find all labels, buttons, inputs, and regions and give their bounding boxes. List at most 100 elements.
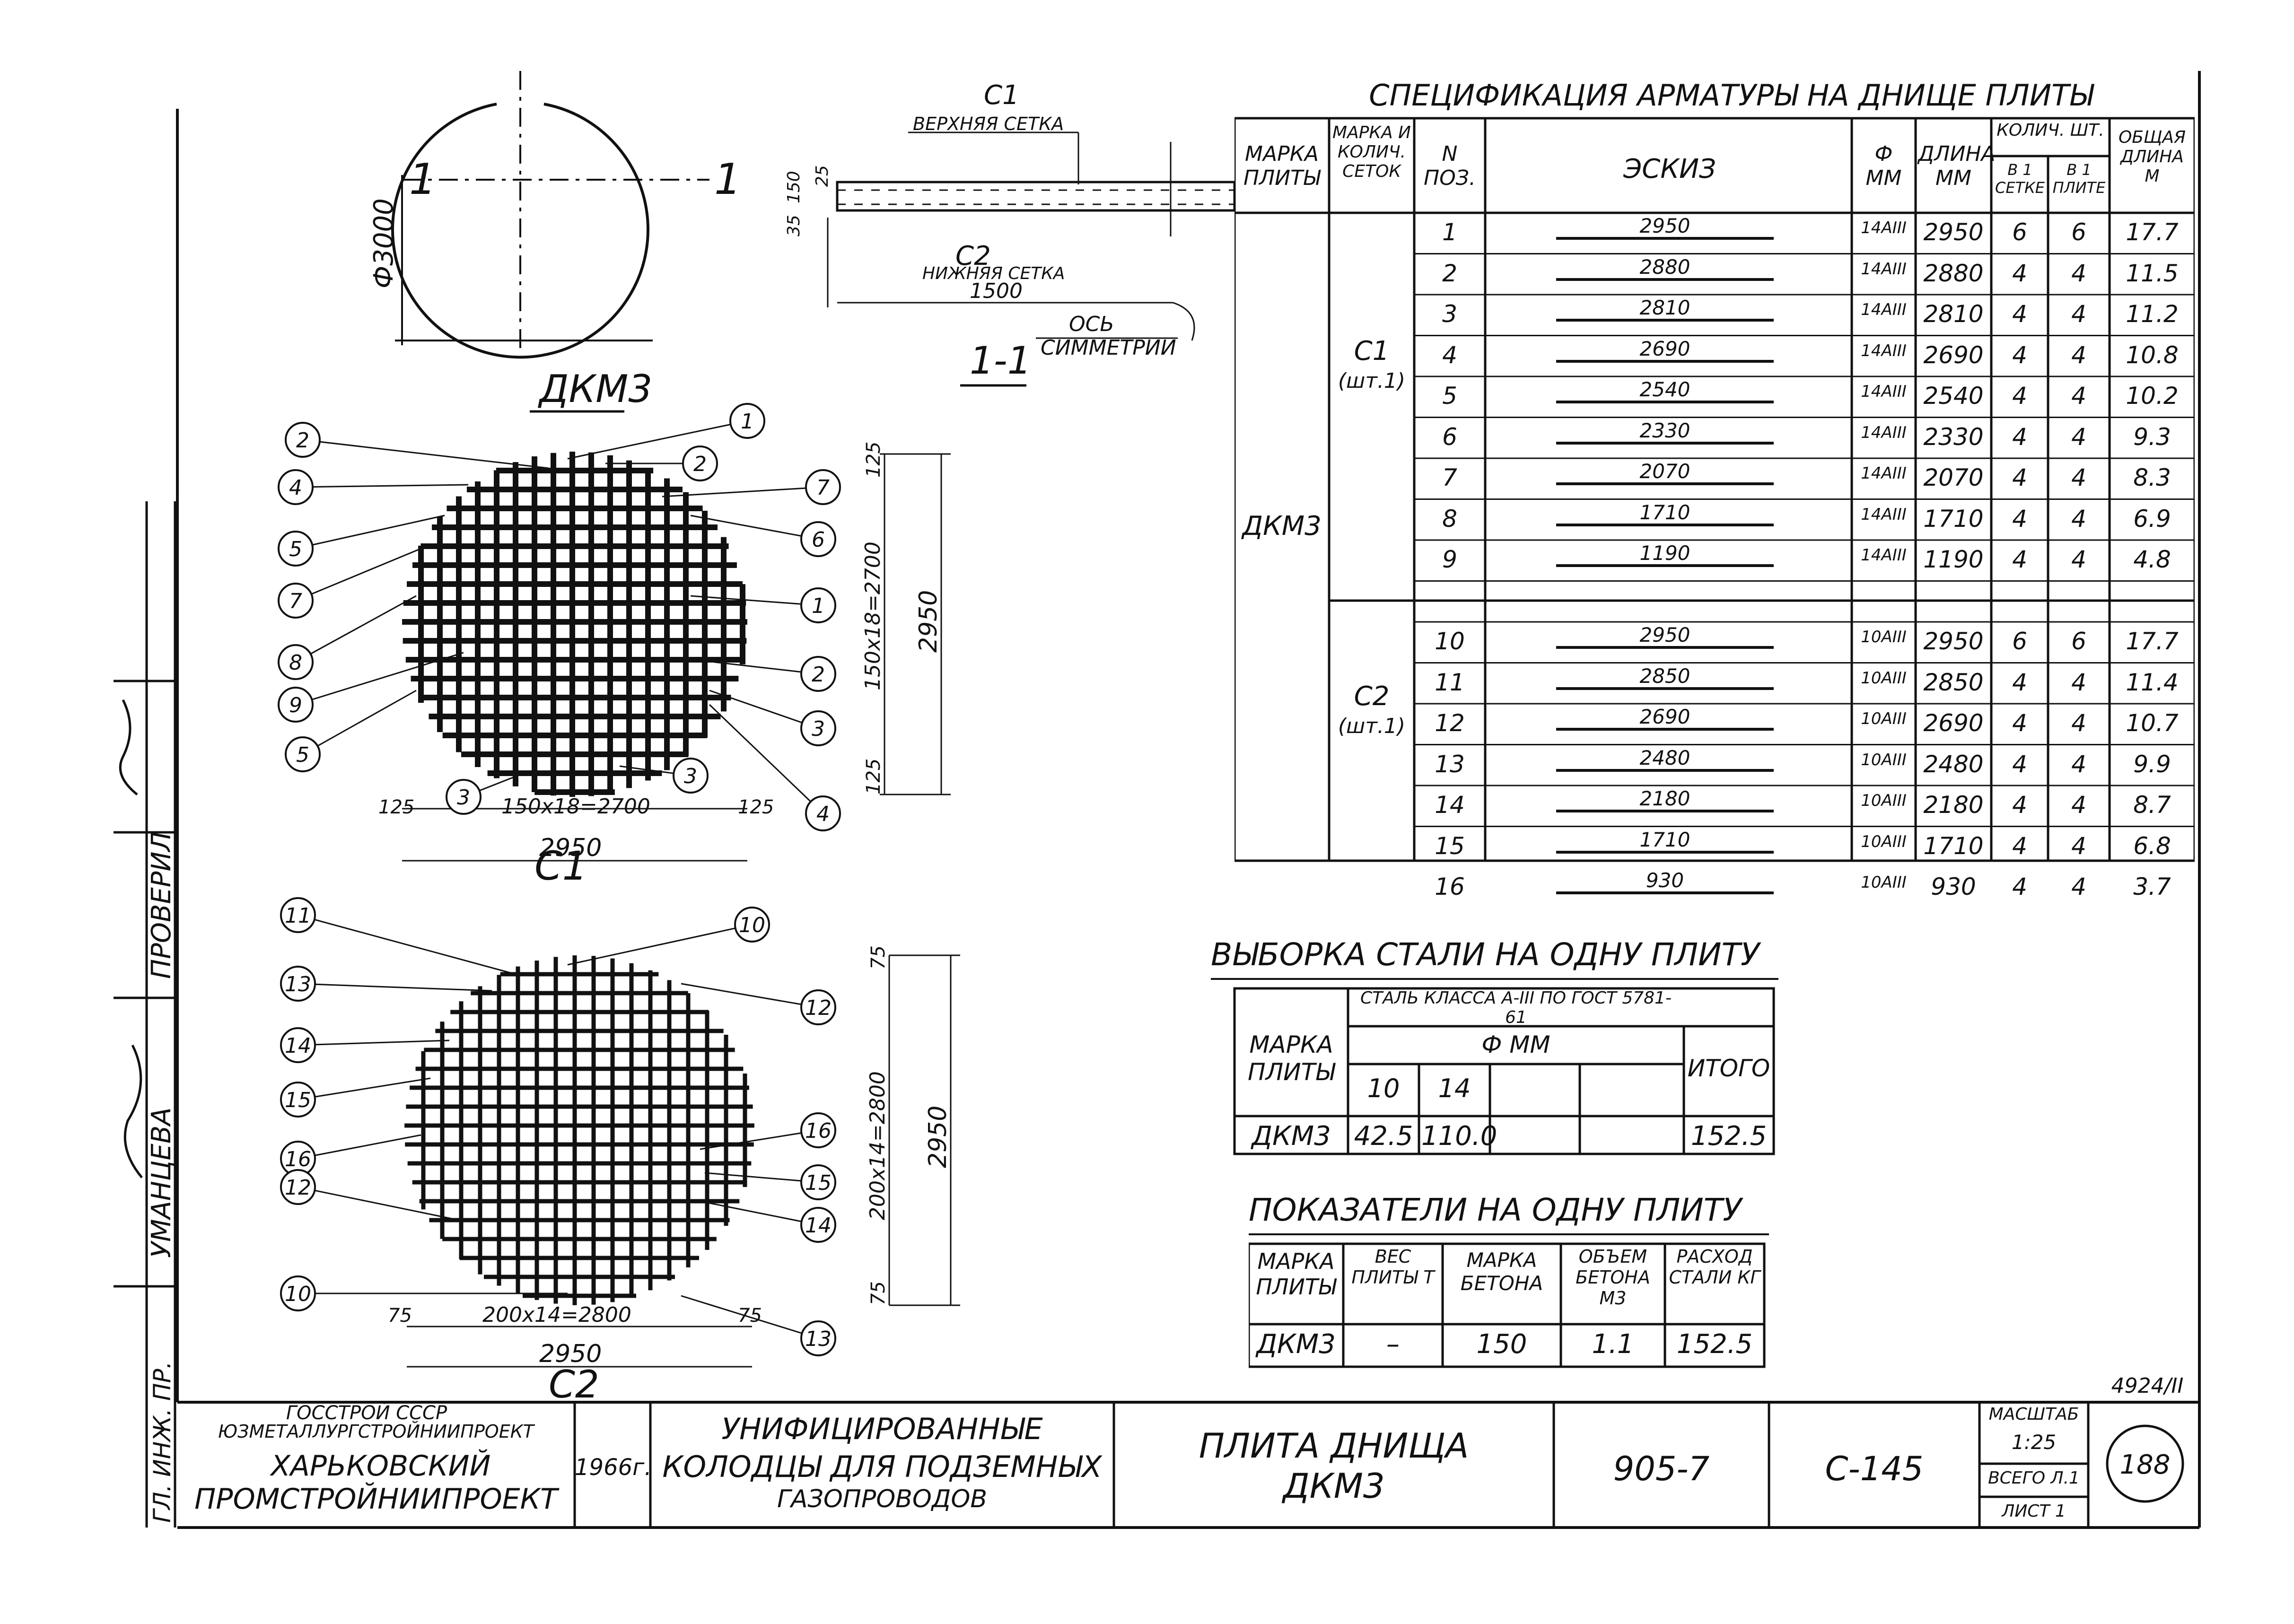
spec-sketch-bar: 2950 [1556,215,1774,240]
callout-number: 16 [805,1119,832,1143]
callout-circle [800,587,836,623]
spec-cell-s: 4 [2071,300,2086,328]
callout-leader [295,515,445,550]
callout-circle [280,1169,316,1205]
spec-cell-pos: 14 [1435,791,1465,819]
dkm3-dim-bottom: 125 [863,759,884,795]
spec-cell-pos: 15 [1435,832,1465,860]
hdr-sketch: ЭСКИЗ [1623,154,1716,184]
steel-row-total: 152.5 [1690,1121,1767,1152]
hdr-diam: Ф ММ [1865,142,1902,190]
spec-cell-m: 4 [2012,832,2027,860]
hdr-total: ОБЩАЯ ДЛИНА М [2118,128,2186,186]
callout-circle [734,907,770,943]
spec-cell-m: 4 [2012,750,2027,778]
callout-leader [690,595,819,606]
stamp-scale: 1:25 [2011,1431,2057,1454]
index-row-concrete: 150 [1476,1329,1527,1360]
spec-cell-m: 4 [2012,791,2027,819]
spec-cell-tot: 9.3 [2133,423,2171,451]
spec-cell-pos: 11 [1435,668,1465,696]
index-row-steel: 152.5 [1676,1329,1753,1360]
spec-cell-diam: 10АIII [1861,791,1907,810]
spec-cell-s: 4 [2071,341,2086,369]
spec-cell-diam: 10АIII [1861,709,1907,728]
spec-cell-m: 4 [2012,873,2027,900]
steel-lines [1211,978,1778,1155]
group-c1-count: (шт.1) [1338,369,1406,393]
spec-cell-len: 1710 [1923,832,1984,860]
callout-number: 2 [693,452,707,476]
spec-cell-pos: 16 [1435,873,1465,900]
stamp-scale-label: МАСШТАБ [1988,1405,2079,1424]
dkm3-dim-top: 125 [863,442,884,478]
spec-cell-s: 4 [2071,791,2086,819]
c2-dim-side-right: 75 [738,1305,762,1327]
spec-cell-s: 6 [2071,218,2086,246]
callout-leader [704,1172,819,1183]
spec-cell-pos: 13 [1435,750,1465,778]
spec-cell-pos: 10 [1435,628,1465,655]
callout-leader [298,1134,421,1160]
spec-cell-s: 4 [2071,709,2086,737]
spec-cell-tot: 11.2 [2126,300,2179,328]
callout-leader [295,548,421,602]
spec-cell-tot: 11.5 [2126,259,2179,287]
spec-cell-pos: 2 [1442,259,1457,287]
group-c2-mesh: С2 [1354,681,1390,712]
callout-number: 7 [289,589,302,613]
steel-h-mark: МАРКА ПЛИТЫ [1247,1031,1335,1086]
stamp-year: 1966г. [575,1454,652,1481]
spec-cell-tot: 9.9 [2133,750,2171,778]
stamp-org4: ПРОМСТРОЙНИИПРОЕКТ [194,1483,558,1516]
spec-cell-tot: 6.9 [2133,505,2171,533]
spec-sketch-bar: 1710 [1556,829,1774,854]
callout-circle [278,687,314,723]
spec-cell-diam: 14АIII [1861,423,1907,442]
c1-title: С1 [534,843,587,884]
callout-number: 3 [457,786,470,810]
callout-leader [298,1077,431,1100]
index-row-mark: ДКМ3 [1256,1329,1336,1360]
callout-number: 5 [289,537,302,561]
spec-cell-diam: 10АIII [1861,832,1907,851]
steel-h-total: ИТОГО [1687,1055,1770,1082]
axis-label-2: СИММЕТРИИ [1041,336,1176,360]
hdr-qty-slab: В 1 ПЛИТЕ [2052,161,2106,197]
index-row-volume: 1.1 [1592,1329,1634,1360]
callout-circle [278,644,314,680]
steel-row-mark: ДКМ3 [1252,1121,1331,1152]
dkm3-dim-inner-h: 150x18=2700 [501,795,650,819]
spec-cell-pos: 7 [1442,464,1457,491]
spec-sketch-bar: 2810 [1556,297,1774,322]
callout-number: 10 [285,1282,311,1306]
spec-cell-m: 4 [2012,423,2027,451]
spec-cell-m: 4 [2012,668,2027,696]
section-plan-circle: 1 1 Ф3000 [369,71,741,359]
callout-circle [285,422,321,458]
upper-mesh-label: ВЕРХНЯЯ СЕТКА [913,114,1064,134]
spec-cell-s: 4 [2071,423,2086,451]
cut-mark-right: 1 [714,155,741,204]
callout-number: 1 [741,410,754,434]
callout-leader [681,983,819,1008]
steel-h-d2: 14 [1438,1074,1471,1103]
spec-cell-m: 4 [2012,259,2027,287]
spec-cell-diam: 14АIII [1861,259,1907,279]
spec-cell-m: 4 [2012,341,2027,369]
dkm3-dim-side-left: 125 [378,796,414,818]
callout-circle [673,758,709,794]
stamp-project1: УНИФИЦИРОВАННЫЕ [721,1412,1043,1446]
dim-35: 35 [784,215,804,236]
spec-cell-diam: 10АIII [1861,750,1907,769]
steel-row-v2: 110.0 [1421,1121,1497,1152]
c2-dim-inner-v: 200x14=2800 [866,1071,890,1220]
callout-number: 14 [285,1034,311,1058]
spec-cell-tot: 6.8 [2133,832,2171,860]
title-block: ГОССТРОЙ СССР ЮЗМЕТАЛЛУРГСТРОЙНИИПРОЕКТ … [177,1402,2199,1528]
callout-leader [700,1129,819,1150]
callout-number: 15 [285,1088,311,1112]
spec-cell-diam: 10АIII [1861,628,1907,646]
cut-mark-left: 1 [409,155,436,204]
spec-cell-m: 6 [2012,218,2027,246]
